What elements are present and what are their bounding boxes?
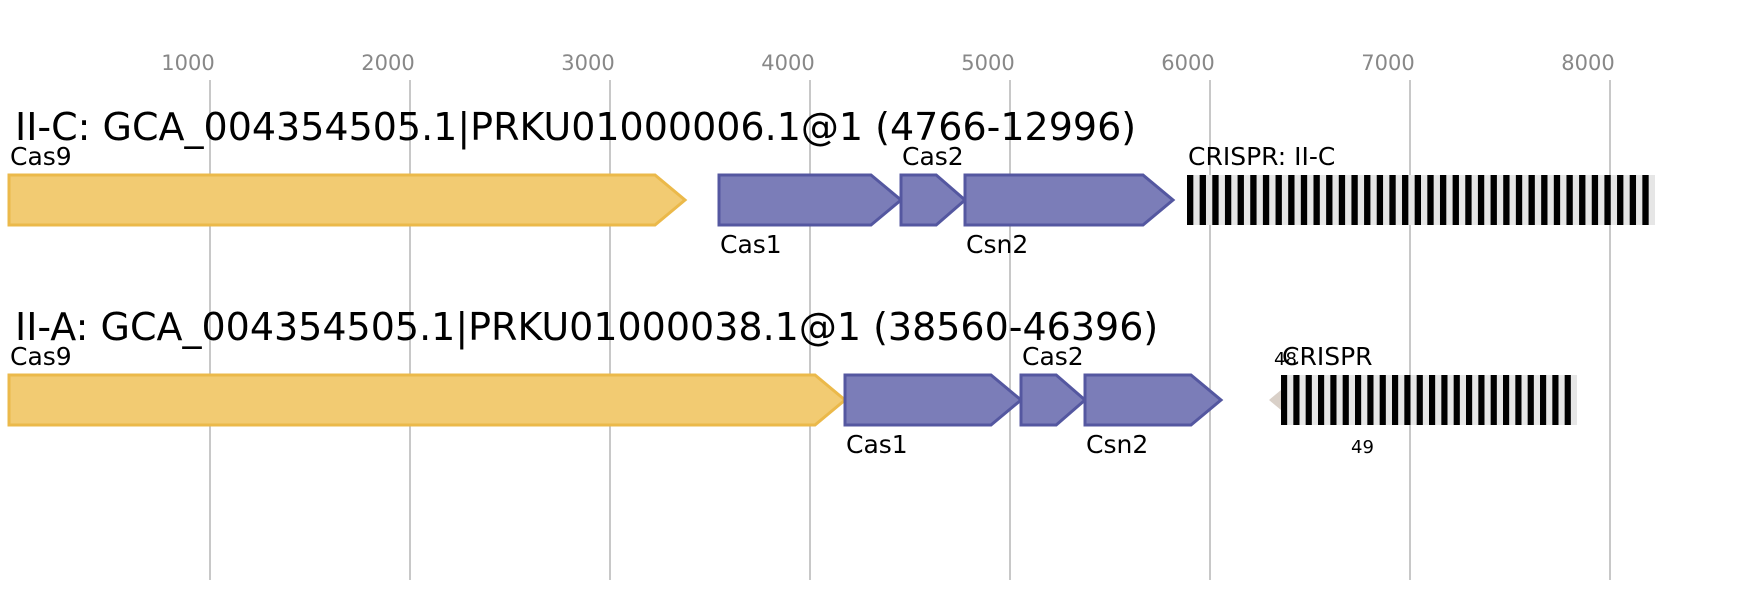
crispr-repeat [1199, 175, 1206, 225]
crispr-repeat [1392, 375, 1399, 425]
crispr-repeat [1293, 375, 1300, 425]
gene-label-cas1: Cas1 [846, 430, 908, 459]
crispr-repeat [1351, 175, 1358, 225]
crispr-repeat [1364, 175, 1371, 225]
crispr-repeat [1338, 175, 1346, 225]
crispr-repeat [1453, 375, 1460, 425]
crispr-repeat [1591, 175, 1599, 225]
crispr-repeat [1503, 375, 1510, 425]
crispr-repeat [1262, 175, 1270, 225]
crispr-repeat [1318, 375, 1325, 425]
crispr-repeat [1452, 175, 1459, 225]
track-ii-a: II-A: GCA_004354505.1|PRKU01000038.1@1 (… [7, 305, 1577, 459]
gene-arrow-cas9 [7, 173, 688, 227]
crispr-repeat [1490, 375, 1497, 425]
gene-arrow-cas1 [843, 373, 1024, 427]
crispr-repeat [1326, 175, 1333, 225]
crispr-repeat [1465, 175, 1472, 225]
gene-arrow-cas1 [717, 173, 904, 227]
crispr-repeat [1527, 375, 1534, 425]
crispr-repeat [1402, 175, 1409, 225]
marker-label: 48 [1274, 349, 1297, 370]
crispr-repeat [1355, 375, 1362, 425]
tick-label: 4000 [761, 51, 814, 75]
crispr-repeat [1439, 175, 1447, 225]
gene-arrow-cas2 [899, 173, 968, 227]
track-title-ii-a: II-A: GCA_004354505.1|PRKU01000038.1@1 (… [15, 305, 1158, 350]
crispr-repeat [1342, 375, 1349, 425]
crispr-repeat [1515, 175, 1523, 225]
axis-grid: 1000 2000 3000 4000 5000 6000 7000 8000 [161, 51, 1615, 580]
crispr-repeat [1515, 375, 1522, 425]
crispr-repeat [1540, 375, 1547, 425]
track-ii-c: II-C: GCA_004354505.1|PRKU01000006.1@1 (… [7, 105, 1655, 259]
crispr-below-label: 49 [1351, 437, 1374, 458]
crispr-repeat [1275, 175, 1282, 225]
crispr-repeat [1224, 175, 1232, 225]
crispr-repeat [1429, 375, 1436, 425]
crispr-repeat [1466, 375, 1473, 425]
crispr-repeat [1416, 375, 1423, 425]
gene-label-cas9: Cas9 [10, 342, 72, 371]
crispr-repeat [1313, 175, 1320, 225]
crispr-repeat [1629, 175, 1637, 225]
gene-arrow-cas9 [7, 373, 848, 427]
gene-label-cas2: Cas2 [1022, 342, 1084, 371]
tick-label: 8000 [1561, 51, 1614, 75]
crispr-repeat [1237, 175, 1244, 225]
crispr-repeat [1617, 175, 1624, 225]
gene-label-cas9: Cas9 [10, 142, 72, 171]
tick-label: 7000 [1361, 51, 1414, 75]
crispr-repeat [1490, 175, 1497, 225]
crispr-repeat [1478, 375, 1485, 425]
tick-label: 3000 [561, 51, 614, 75]
gene-arrow-csn2 [1083, 373, 1224, 427]
gene-label-csn2: Csn2 [966, 230, 1028, 259]
crispr-repeat [1288, 175, 1295, 225]
crispr-repeat [1528, 175, 1535, 225]
gene-label-cas1: Cas1 [720, 230, 782, 259]
crispr-repeat [1579, 175, 1586, 225]
crispr-repeat [1376, 175, 1384, 225]
crispr-repeat [1477, 175, 1485, 225]
crispr-label: CRISPR [1282, 342, 1373, 371]
gene-arrow-csn2 [963, 173, 1176, 227]
crispr-label: CRISPR: II-C [1188, 142, 1335, 171]
tick-label: 5000 [961, 51, 1014, 75]
crispr-repeat [1564, 375, 1571, 425]
crispr-repeat [1553, 175, 1561, 225]
crispr-repeat [1300, 175, 1308, 225]
crispr-repeat [1389, 175, 1396, 225]
crispr-repeat [1212, 175, 1219, 225]
gene-arrow-cas2 [1019, 373, 1088, 427]
crispr-repeat [1541, 175, 1548, 225]
crispr-repeat [1441, 375, 1448, 425]
small-marker [1269, 390, 1281, 410]
crispr-repeat [1427, 175, 1434, 225]
tick-label: 2000 [361, 51, 414, 75]
crispr-repeat [1414, 175, 1421, 225]
crispr-repeat [1250, 175, 1257, 225]
crispr-repeat [1566, 175, 1573, 225]
crispr-repeat [1503, 175, 1510, 225]
crispr-repeat [1642, 175, 1649, 225]
crispr-repeat [1305, 375, 1312, 425]
crispr-repeat [1367, 375, 1374, 425]
crispr-repeat [1552, 375, 1559, 425]
crispr-repeat [1187, 175, 1194, 225]
crispr-repeat [1379, 375, 1386, 425]
crispr-repeat [1281, 375, 1288, 425]
track-title-ii-c: II-C: GCA_004354505.1|PRKU01000006.1@1 (… [15, 105, 1136, 150]
crispr-repeat [1604, 175, 1611, 225]
gene-label-cas2: Cas2 [902, 142, 964, 171]
tick-label: 1000 [161, 51, 214, 75]
crispr-repeat [1404, 375, 1411, 425]
gene-label-csn2: Csn2 [1086, 430, 1148, 459]
tick-label: 6000 [1161, 51, 1214, 75]
crispr-repeat [1330, 375, 1337, 425]
